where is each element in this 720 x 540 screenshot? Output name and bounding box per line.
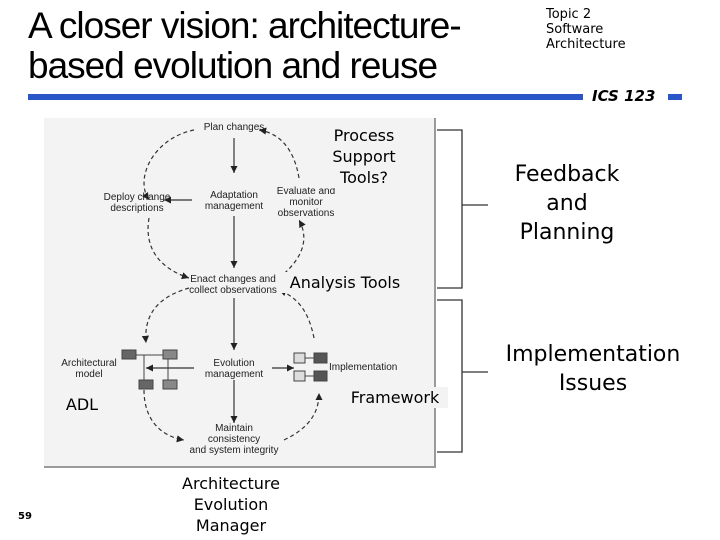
maintain-line-2: consistency [207,434,261,445]
deploy-line-1: Deploy change [103,192,171,203]
impl-issues-line-1: Implementation [505,342,681,367]
upper-loop-right-top [258,127,300,179]
page-number: 59 [18,511,32,522]
implementation-icon [293,352,328,382]
upper-loop-left [141,129,195,201]
topic-line-2: Software [546,22,604,37]
slide-title: A closer vision: architecture-based evol… [28,5,462,86]
feedback-line-3: Planning [519,220,615,245]
lower-loop-left-bottom [143,389,185,443]
adaptation-line-1: Adaptation [210,190,258,201]
deploy-label: Deploy change descriptions [102,192,172,214]
adl-callout: ADL [58,394,106,415]
lower-loop-right-bottom [283,392,323,441]
topic-line-3: Architecture [546,37,626,52]
aem-callout: Architecture Evolution Manager [170,473,292,536]
implementation-issues-label: Implementation Issues [490,340,696,398]
process-line-1: Process [333,126,395,145]
analysis-tools-callout: Analysis Tools [278,272,412,293]
arch-model-line-2: model [75,369,103,380]
adaptation-label: Adaptation management [194,190,274,212]
process-line-2: Support [332,147,396,166]
process-line-3: Tools? [340,168,388,187]
evaluate-line-2: monitor [289,197,323,208]
evolution-line-1: Evolution [213,358,255,369]
header-rule-end [668,94,682,100]
plan-changes-label: Plan changes [203,122,265,133]
deploy-line-2: descriptions [110,203,164,214]
evolution-line-2: management [204,369,264,380]
impl-issues-line-2: Issues [558,371,628,396]
evaluate-label: Evaluate and monitor observations [270,186,342,219]
feedback-line-2: and [546,191,588,216]
evaluate-line-3: observations [277,208,335,219]
aem-line-3: Manager [195,516,267,535]
enact-label: Enact changes and collect observations [178,274,288,296]
evaluate-line-1: Evaluate and [276,186,336,197]
framework-callout: Framework [342,387,448,408]
aem-line-2: Evolution [193,495,269,514]
maintain-line-1: Maintain [215,423,253,434]
arch-model-line-1: Architectural [61,358,117,369]
maintain-line-3: and system integrity [189,445,279,456]
enact-line-2: collect observations [189,285,277,296]
lower-loop-left-top [141,287,190,344]
arch-model-icon [121,349,178,390]
maintain-label: Maintain consistency and system integrit… [174,423,294,456]
adaptation-line-2: management [204,201,264,212]
upper-loop-left-lower [147,217,190,280]
arch-model-label: Architectural model [54,358,124,380]
process-support-callout: Process Support Tools? [322,125,406,188]
evolution-label: Evolution management [194,358,274,380]
lower-bracket [437,299,463,453]
enact-line-1: Enact changes and [190,274,276,285]
upper-bracket [437,129,463,289]
feedback-planning-label: Feedback and Planning [500,160,634,247]
aem-line-1: Architecture [182,474,280,493]
course-label: ICS 123 [592,87,656,105]
topic-header: Topic 2 Software Architecture [546,7,626,52]
feedback-line-1: Feedback [514,162,620,187]
topic-line-1: Topic 2 [546,7,592,22]
implementation-label: Implementation [329,362,398,373]
header-rule [28,94,583,100]
